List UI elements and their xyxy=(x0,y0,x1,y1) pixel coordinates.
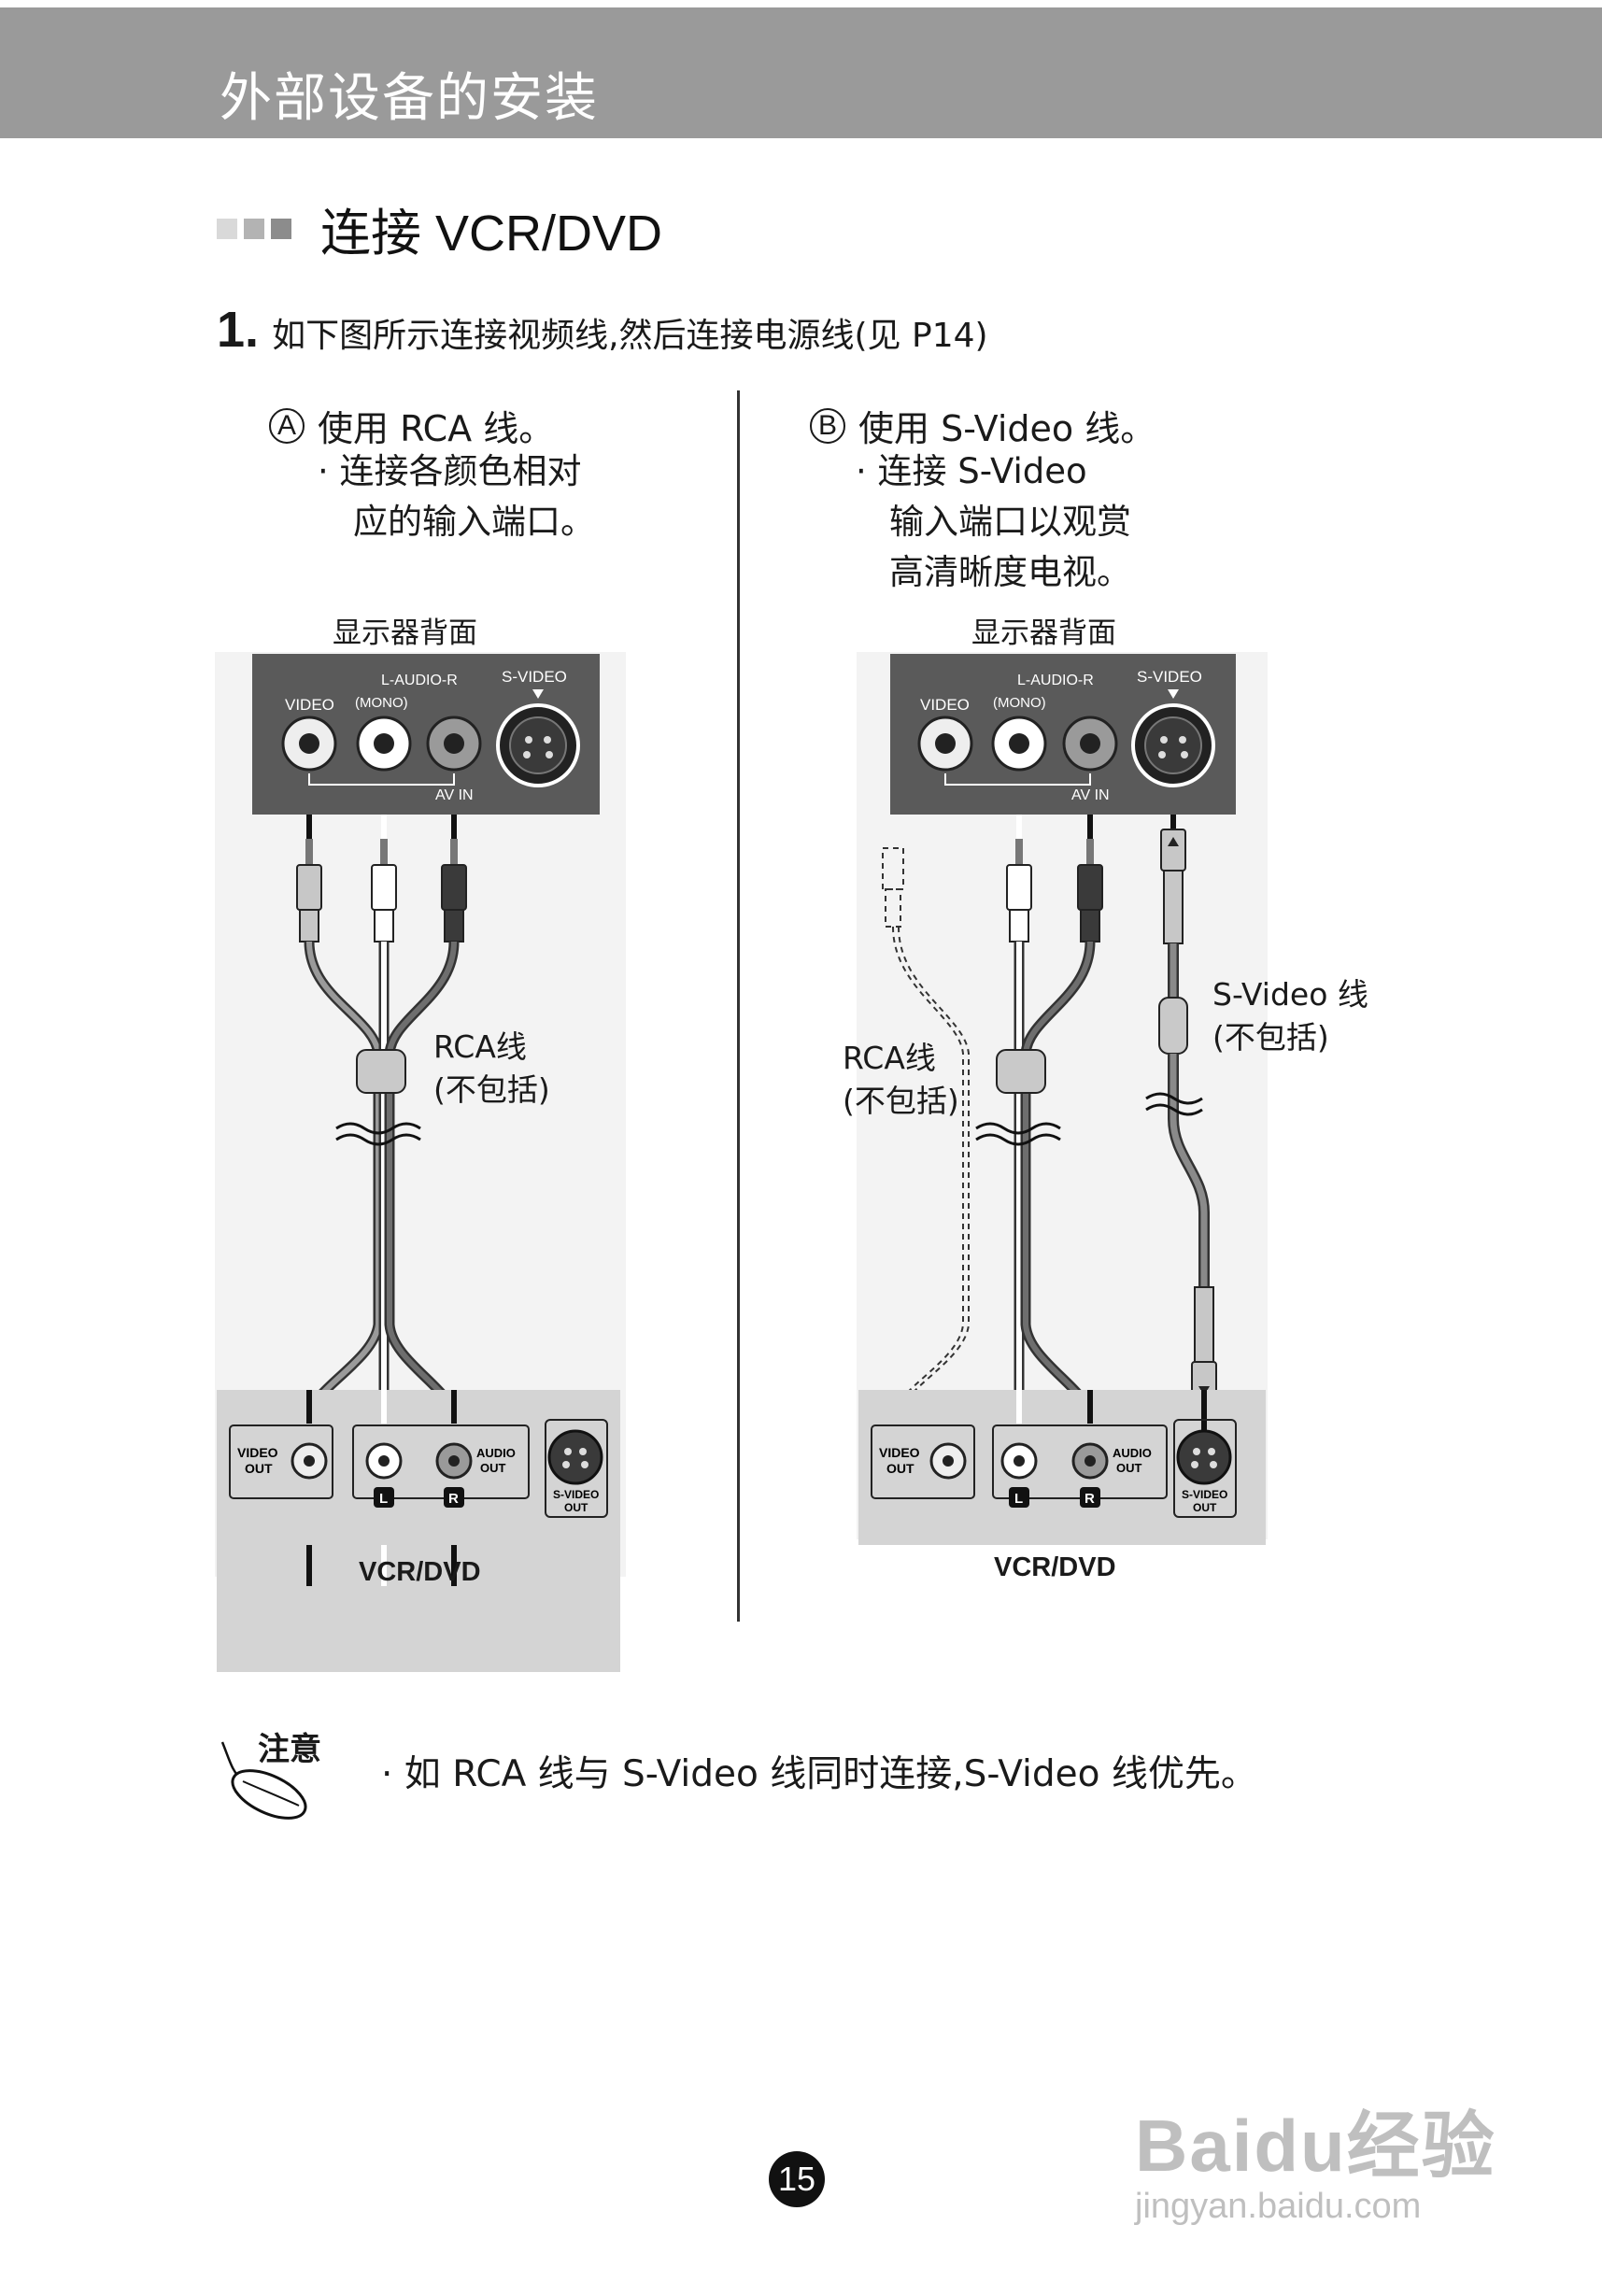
step-number: 1 xyxy=(217,302,246,358)
page-header-title: 外部设备的安装 xyxy=(220,68,599,129)
col-a-monitor-caption: 显示器背面 xyxy=(333,617,477,650)
svg-text:S-VIDEO: S-VIDEO xyxy=(553,1488,599,1501)
panel-av-in-label: AV IN xyxy=(435,787,474,803)
svideo-out-jack-icon xyxy=(547,1429,603,1485)
svg-text:R: R xyxy=(448,1491,459,1507)
col-a-heading: A 使用 RCA 线。 xyxy=(269,400,554,451)
rca-plug-audio-l-top xyxy=(371,839,397,942)
svg-text:AUDIO: AUDIO xyxy=(476,1446,516,1460)
device-b: VIDEO OUT AUDIO OUT L R S-VIDEO OUT xyxy=(858,1390,1266,1545)
svg-text:(MONO): (MONO) xyxy=(993,695,1046,711)
panel-video-label: VIDEO xyxy=(285,696,334,714)
col-a-cable-label: RCA线 (不包括) xyxy=(433,1028,550,1108)
section-title: 连接 VCR/DVD xyxy=(320,206,663,262)
svg-text:S-VIDEO: S-VIDEO xyxy=(1182,1488,1227,1501)
panel-mono-label: (MONO) xyxy=(355,695,408,711)
svg-text:VIDEO: VIDEO xyxy=(920,696,970,714)
svg-text:AV IN: AV IN xyxy=(1071,787,1110,803)
header-bar xyxy=(0,7,1602,138)
rca-plug-video-top xyxy=(296,839,322,942)
svg-text:L-AUDIO-R: L-AUDIO-R xyxy=(1017,673,1094,688)
bullet-square-1 xyxy=(217,218,237,239)
bullet-square-2 xyxy=(244,218,264,239)
svg-text:OUT: OUT xyxy=(480,1461,506,1475)
col-b-device-label: VCR/DVD xyxy=(994,1552,1116,1582)
svg-text:AUDIO: AUDIO xyxy=(1113,1446,1152,1460)
svg-text:OUT: OUT xyxy=(886,1461,914,1476)
panel-svideo-label: S-VIDEO xyxy=(502,668,567,686)
watermark-url: jingyan.baidu.com xyxy=(1135,2187,1422,2226)
circle-letter-a: A xyxy=(269,407,305,444)
watermark-logo: Baidu经验 xyxy=(1135,2105,1496,2187)
svg-text:S-VIDEO: S-VIDEO xyxy=(1137,668,1202,686)
note-label: 注意 xyxy=(258,1731,321,1768)
cable-break-mark-a xyxy=(335,1122,421,1135)
col-a-device-label: VCR/DVD xyxy=(359,1557,481,1587)
page-number: 15 xyxy=(769,2151,825,2207)
mouse-note-icon xyxy=(220,1741,307,1820)
col-b-description: · 连接 S-Video 输入端口以观赏 高清晰度电视。 xyxy=(856,446,1131,598)
svg-text:R: R xyxy=(1085,1491,1095,1507)
svg-text:OUT: OUT xyxy=(1193,1501,1217,1514)
col-b-rca-label: RCA线 (不包括) xyxy=(843,1040,959,1119)
svg-text:L: L xyxy=(1014,1491,1023,1507)
bullet-square-3 xyxy=(271,218,291,239)
col-b-title: 使用 S-Video 线。 xyxy=(858,408,1156,449)
col-b-monitor-caption: 显示器背面 xyxy=(971,617,1116,650)
note-text: · 如 RCA 线与 S-Video 线同时连接,S-Video 线优先。 xyxy=(381,1753,1257,1795)
ferrite-core-b xyxy=(996,1049,1046,1094)
panel-audio-label: L-AUDIO-R xyxy=(381,673,458,688)
col-b-heading: B 使用 S-Video 线。 xyxy=(810,400,1155,451)
svg-text:VIDEO: VIDEO xyxy=(237,1445,278,1460)
device-a: VIDEO OUT AUDIO OUT L R S-VIDEO OUT xyxy=(217,1390,620,1545)
col-b-svideo-label: S-Video 线 (不包括) xyxy=(1212,976,1368,1056)
step-1: 1 . 如下图所示连接视频线,然后连接电源线(见 P14) xyxy=(217,301,988,359)
svg-text:OUT: OUT xyxy=(564,1501,588,1514)
svg-text:L: L xyxy=(379,1491,388,1507)
svg-text:VIDEO: VIDEO xyxy=(879,1445,920,1460)
col-a-description: · 连接各颜色相对 应的输入端口。 xyxy=(318,446,595,547)
col-a-desc-line-1: · 连接各颜色相对 xyxy=(318,451,582,491)
circle-letter-b: B xyxy=(810,407,845,444)
svg-text:OUT: OUT xyxy=(1116,1461,1142,1475)
step-number-dot: . xyxy=(245,302,260,358)
col-b-desc-line-2: 输入端口以观赏 xyxy=(889,502,1131,542)
col-b-desc-line-3: 高清晰度电视。 xyxy=(889,552,1131,592)
baidu-watermark: Baidu经验 jingyan.baidu.com xyxy=(1135,2088,1496,2227)
col-a-desc-line-2: 应的输入端口。 xyxy=(353,502,595,542)
svg-text:OUT: OUT xyxy=(245,1461,273,1476)
col-b-desc-line-1: · 连接 S-Video xyxy=(856,451,1087,491)
ferrite-core-a xyxy=(356,1049,406,1094)
step-text: 如下图所示连接视频线,然后连接电源线(见 P14) xyxy=(272,317,988,355)
column-divider xyxy=(737,390,740,1622)
section-title-row: 连接 VCR/DVD xyxy=(217,191,662,265)
col-a-title: 使用 RCA 线。 xyxy=(318,408,555,449)
rca-plug-audio-r-top xyxy=(441,839,467,942)
svideo-arrow-icon xyxy=(532,689,544,699)
